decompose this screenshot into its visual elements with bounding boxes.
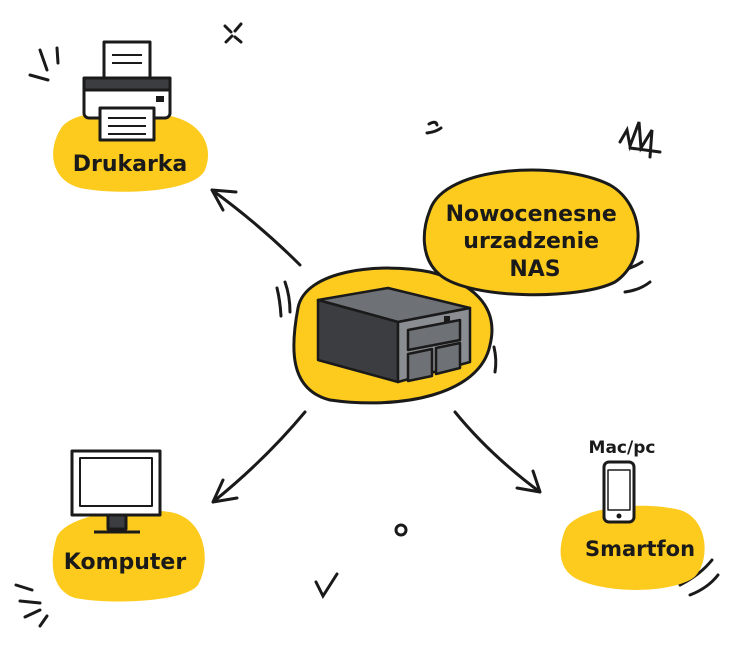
label-printer: Drukarka	[73, 152, 188, 177]
arrow-to-printer	[210, 188, 302, 267]
printer-icon	[82, 40, 172, 142]
blob-nas-label	[422, 168, 640, 297]
arrow-to-computer	[211, 410, 307, 504]
doodle-right-phone	[678, 558, 720, 597]
doodle-grass	[618, 121, 662, 159]
doodle-circle	[394, 523, 408, 537]
decorative-doodles	[14, 22, 720, 628]
doodle-nas-right	[492, 345, 498, 374]
doodle-nas-left	[275, 280, 292, 318]
connection-arrows	[210, 188, 542, 504]
doodle-bottom-left	[14, 583, 49, 628]
doodle-check	[314, 572, 339, 600]
nas-server-icon	[316, 286, 472, 384]
blob-printer	[53, 111, 209, 192]
blob-phone	[560, 505, 705, 590]
label-computer: Komputer	[64, 550, 187, 575]
label-nas-line-3: NAS	[509, 257, 560, 282]
label-smartphone: Smartfon	[585, 537, 695, 561]
doodle-top-left	[28, 46, 60, 82]
monitor-icon	[70, 449, 162, 534]
arrow-to-phone	[453, 410, 542, 494]
blob-computer	[52, 510, 205, 602]
label-phone-platform: Mac/pc	[589, 438, 656, 458]
label-nas: Nowocenesne urzadzenie NAS	[446, 202, 625, 282]
label-nas-line-1: Nowocenesne	[446, 202, 617, 227]
doodle-star-top	[223, 22, 243, 44]
doodle-comma	[425, 120, 443, 135]
label-nas-line-2: urzadzenie	[463, 229, 599, 254]
smartphone-icon	[602, 460, 636, 524]
